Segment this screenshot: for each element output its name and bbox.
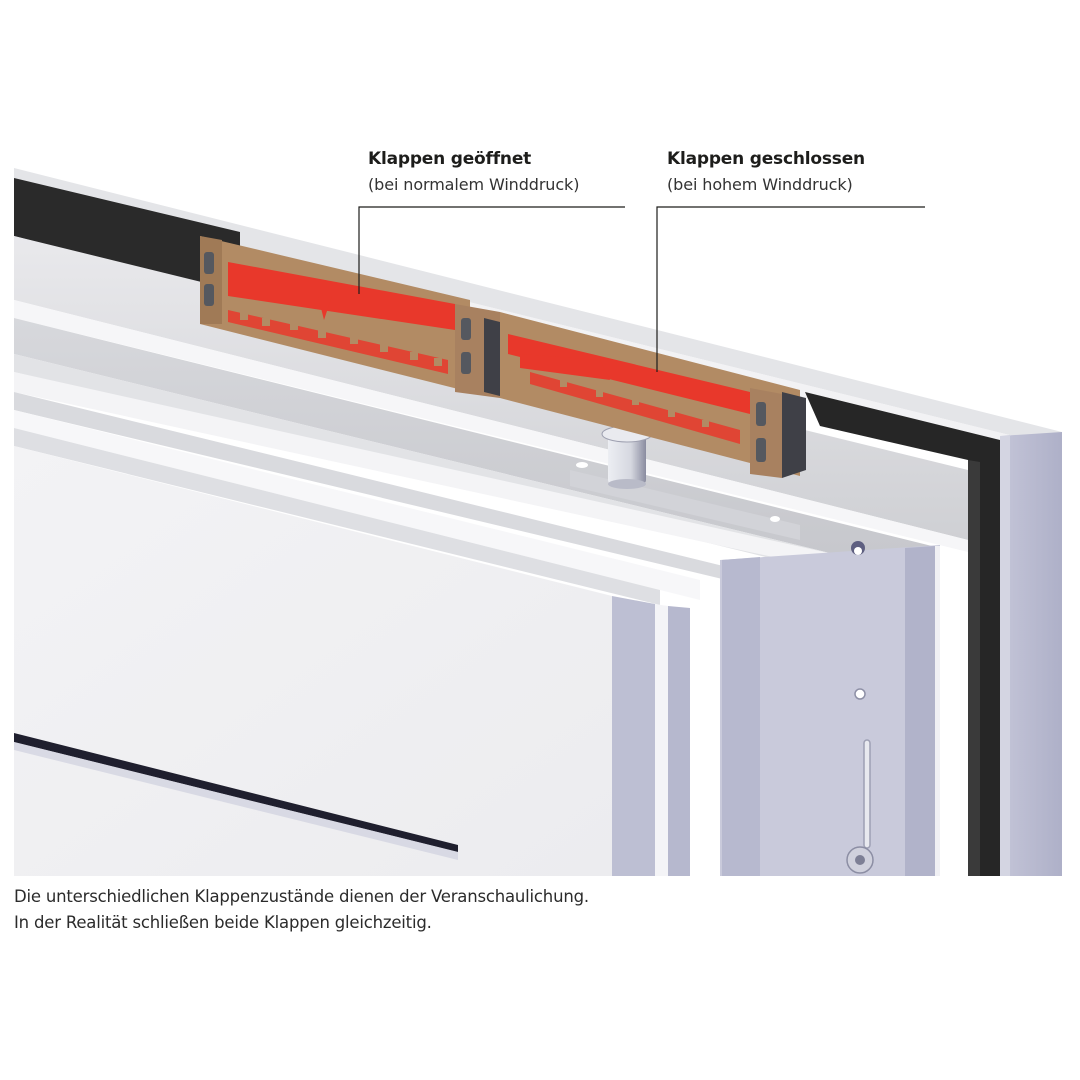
leader-lines — [358, 206, 925, 372]
callout-flaps-closed: Klappen geschlossen (bei hohem Winddruck… — [667, 151, 865, 193]
sash-frame — [14, 372, 940, 876]
ventilation-flap-open-icon — [200, 236, 500, 398]
figure-caption: Die unterschiedlichen Klappenzustände di… — [14, 884, 589, 936]
black-seal — [14, 178, 1000, 876]
screw-icon — [846, 541, 874, 874]
ventilation-unit — [200, 236, 806, 478]
callout-flaps-open-title: Klappen geöffnet — [368, 149, 532, 169]
callout-flaps-open: Klappen geöffnet (bei normalem Winddruck… — [368, 151, 579, 193]
locking-pin-icon — [601, 425, 653, 489]
caption-line-2: In der Realität schließen beide Klappen … — [14, 913, 432, 932]
callout-flaps-open-subtitle: (bei normalem Winddruck) — [368, 175, 580, 194]
locking-hardware — [570, 425, 874, 874]
caption-line-1: Die unterschiedlichen Klappenzustände di… — [14, 887, 589, 906]
door-panel — [14, 446, 690, 876]
callout-flaps-closed-subtitle: (bei hohem Winddruck) — [667, 175, 853, 194]
ventilation-flap-closed-icon — [500, 312, 806, 478]
callout-flaps-closed-title: Klappen geschlossen — [667, 149, 865, 169]
